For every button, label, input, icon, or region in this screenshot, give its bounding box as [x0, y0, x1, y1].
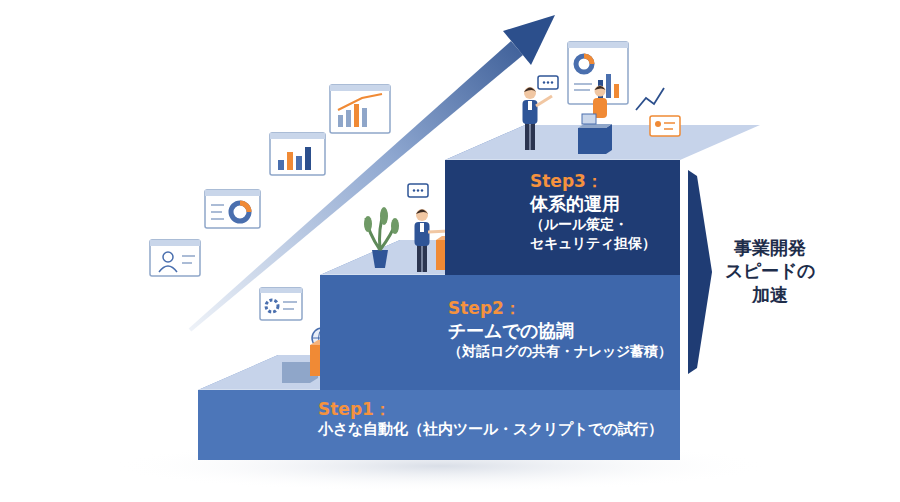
line-chart-card [330, 85, 390, 133]
step-title: チームでの協調 [448, 319, 672, 342]
result-label: 事業開発 スピードの 加速 [718, 236, 822, 306]
step-title: 体系的運用 [530, 192, 672, 215]
step-number: Step3： [530, 170, 672, 192]
profile-card [150, 240, 200, 276]
staircase [198, 125, 760, 460]
step3-operation [523, 42, 681, 154]
step-detail: （対話ログの共有・ナレッジ蓄積） [448, 342, 672, 360]
step-text-group: Step1：小さな自動化（社内ツール・スクリプトでの試行） [318, 398, 663, 440]
step-number: Step2： [448, 297, 672, 319]
step-face: Step1：小さな自動化（社内ツール・スクリプトでの試行） [198, 390, 680, 460]
step-title: 小さな自動化（社内ツール・スクリプトでの試行） [318, 420, 663, 440]
step-number: Step1： [318, 398, 663, 420]
bar-card [270, 133, 325, 175]
donut-card [205, 190, 260, 228]
step-face: Step2：チームでの協調（対話ログの共有・ナレッジ蓄積） [320, 275, 680, 390]
step-detail: （ルール策定・ セキュリティ担保） [530, 215, 672, 251]
step-text-group: Step2：チームでの協調（対話ログの共有・ナレッジ蓄積） [448, 297, 672, 361]
step-face: Step3：体系的運用（ルール策定・ セキュリティ担保） [445, 160, 680, 275]
step-text-group: Step3：体系的運用（ルール策定・ セキュリティ担保） [530, 170, 672, 252]
chevron-arrow [688, 170, 712, 374]
